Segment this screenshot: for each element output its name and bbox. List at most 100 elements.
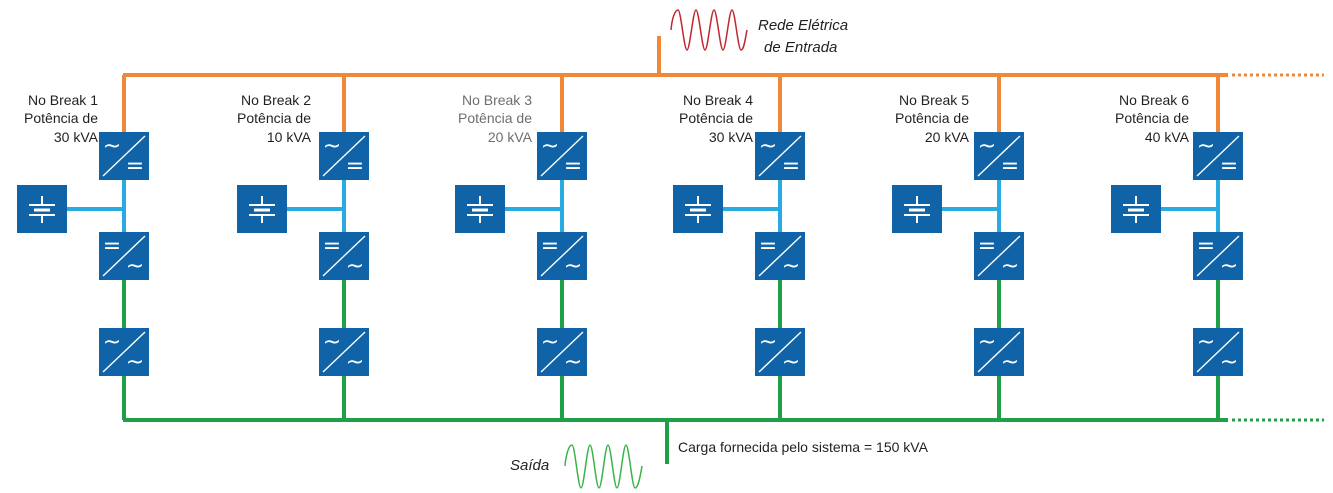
unit-power-label: Potência de bbox=[679, 110, 753, 126]
ups-unit-5: No Break 5 Potência de 20 kVA bbox=[895, 92, 970, 145]
rectifier-module: ~= bbox=[755, 132, 805, 180]
ac-symbol-icon: ~ bbox=[126, 350, 144, 375]
inverter-module: =~ bbox=[1193, 232, 1243, 280]
battery-icon bbox=[892, 185, 942, 233]
ac-symbol-icon: ~ bbox=[1001, 350, 1019, 375]
ups-module-stack: ~==~~~ bbox=[455, 75, 587, 420]
ups-module-stack: ~==~~~ bbox=[17, 75, 149, 420]
output-module: ~~ bbox=[974, 328, 1024, 376]
dc-symbol-icon: = bbox=[346, 154, 364, 179]
output-module: ~~ bbox=[1193, 328, 1243, 376]
unit-power-value: 20 kVA bbox=[488, 129, 533, 145]
ups-module-stack: ~==~~~ bbox=[237, 75, 369, 420]
output-label: Saída bbox=[510, 457, 549, 474]
output-module: ~~ bbox=[319, 328, 369, 376]
ac-symbol-icon: ~ bbox=[564, 254, 582, 279]
output-bus bbox=[123, 418, 1324, 464]
battery-icon bbox=[455, 185, 505, 233]
ac-symbol-icon: ~ bbox=[346, 350, 364, 375]
battery-icon bbox=[237, 185, 287, 233]
battery-icon bbox=[1111, 185, 1161, 233]
rectifier-module: ~= bbox=[537, 132, 587, 180]
ac-symbol-icon: ~ bbox=[782, 350, 800, 375]
ups-unit-2: No Break 2 Potência de 10 kVA bbox=[237, 92, 312, 145]
diagonal-divider bbox=[102, 235, 146, 277]
ac-symbol-icon: ~ bbox=[103, 330, 121, 355]
dc-symbol-icon: = bbox=[1197, 234, 1215, 259]
diagonal-divider bbox=[977, 235, 1021, 277]
diagonal-divider bbox=[540, 235, 584, 277]
diagonal-divider bbox=[758, 135, 802, 177]
unit-power-label: Potência de bbox=[458, 110, 532, 126]
output-module: ~~ bbox=[755, 328, 805, 376]
diagonal-divider bbox=[758, 235, 802, 277]
diagonal-divider bbox=[1196, 235, 1240, 277]
ac-symbol-icon: ~ bbox=[759, 330, 777, 355]
diagonal-divider bbox=[540, 135, 584, 177]
ac-symbol-icon: ~ bbox=[978, 134, 996, 159]
unit-power-value: 10 kVA bbox=[267, 129, 312, 145]
output-module: ~~ bbox=[537, 328, 587, 376]
unit-power-value: 40 kVA bbox=[1145, 129, 1190, 145]
diagonal-divider bbox=[322, 135, 366, 177]
dc-symbol-icon: = bbox=[126, 154, 144, 179]
diagonal-divider bbox=[540, 331, 584, 373]
unit-name: No Break 1 bbox=[28, 92, 98, 108]
ac-symbol-icon: ~ bbox=[346, 254, 364, 279]
diagonal-divider bbox=[977, 135, 1021, 177]
rectifier-module: ~= bbox=[1193, 132, 1243, 180]
dc-symbol-icon: = bbox=[1220, 154, 1238, 179]
ac-symbol-icon: ~ bbox=[1001, 254, 1019, 279]
dc-symbol-icon: = bbox=[759, 234, 777, 259]
dc-symbol-icon: = bbox=[1001, 154, 1019, 179]
dc-symbol-icon: = bbox=[103, 234, 121, 259]
diagonal-divider bbox=[322, 235, 366, 277]
output-sine-wave-icon bbox=[564, 444, 643, 489]
ups-units-graphics: ~==~~~~==~~~~==~~~~==~~~~==~~~~==~~~ bbox=[17, 75, 1243, 420]
rectifier-module: ~= bbox=[99, 132, 149, 180]
diagonal-divider bbox=[1196, 331, 1240, 373]
ac-symbol-icon: ~ bbox=[126, 254, 144, 279]
unit-name: No Break 4 bbox=[683, 92, 753, 108]
dc-symbol-icon: = bbox=[978, 234, 996, 259]
ups-module-stack: ~==~~~ bbox=[1111, 75, 1243, 420]
inverter-module: =~ bbox=[755, 232, 805, 280]
ac-symbol-icon: ~ bbox=[1197, 330, 1215, 355]
ac-symbol-icon: ~ bbox=[323, 330, 341, 355]
ac-symbol-icon: ~ bbox=[1220, 350, 1238, 375]
load-label: Carga fornecida pelo sistema = 150 kVA bbox=[678, 439, 929, 455]
ac-symbol-icon: ~ bbox=[541, 134, 559, 159]
rectifier-module: ~= bbox=[319, 132, 369, 180]
ac-symbol-icon: ~ bbox=[1197, 134, 1215, 159]
inverter-module: =~ bbox=[99, 232, 149, 280]
input-sine-wave-icon bbox=[670, 9, 748, 51]
ac-symbol-icon: ~ bbox=[978, 330, 996, 355]
ups-unit-4: No Break 4 Potência de 30 kVA bbox=[679, 92, 754, 145]
battery-icon bbox=[673, 185, 723, 233]
dc-symbol-icon: = bbox=[564, 154, 582, 179]
unit-power-value: 30 kVA bbox=[54, 129, 99, 145]
ac-symbol-icon: ~ bbox=[1220, 254, 1238, 279]
ac-symbol-icon: ~ bbox=[564, 350, 582, 375]
diagonal-divider bbox=[322, 331, 366, 373]
ac-symbol-icon: ~ bbox=[103, 134, 121, 159]
unit-name: No Break 3 bbox=[462, 92, 532, 108]
diagonal-divider bbox=[1196, 135, 1240, 177]
ups-module-stack: ~==~~~ bbox=[673, 75, 805, 420]
battery-icon bbox=[17, 185, 67, 233]
unit-power-label: Potência de bbox=[1115, 110, 1189, 126]
unit-name: No Break 6 bbox=[1119, 92, 1189, 108]
diagonal-divider bbox=[758, 331, 802, 373]
ac-symbol-icon: ~ bbox=[541, 330, 559, 355]
rectifier-module: ~= bbox=[974, 132, 1024, 180]
diagonal-divider bbox=[977, 331, 1021, 373]
ups-unit-1: No Break 1 Potência de 30 kVA bbox=[24, 92, 99, 145]
input-label-line1: Rede Elétrica bbox=[758, 17, 848, 34]
dc-symbol-icon: = bbox=[323, 234, 341, 259]
unit-power-value: 20 kVA bbox=[925, 129, 970, 145]
ups-module-stack: ~==~~~ bbox=[892, 75, 1024, 420]
inverter-module: =~ bbox=[537, 232, 587, 280]
diagonal-divider bbox=[102, 331, 146, 373]
ups-unit-6: No Break 6 Potência de 40 kVA bbox=[1115, 92, 1190, 145]
